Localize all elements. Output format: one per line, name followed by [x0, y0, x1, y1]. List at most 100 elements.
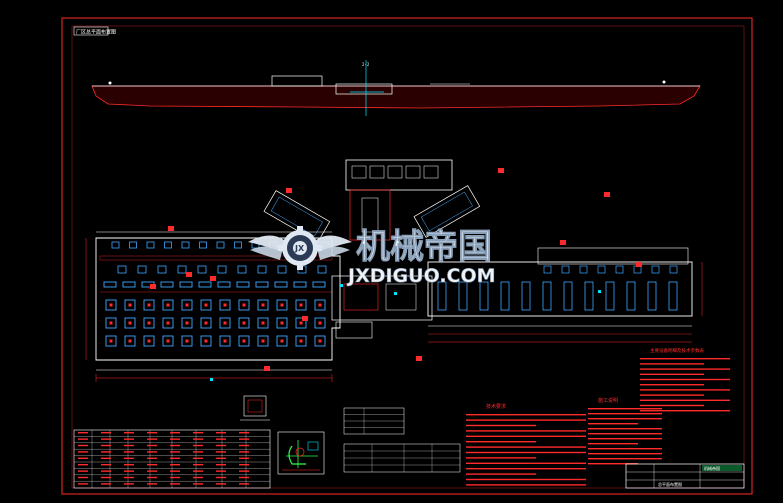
table-entry [216, 464, 226, 466]
title-block-drawing-name: 总平面布置图 [658, 481, 682, 487]
spec-box: 主要设备明细及技术参数表 [640, 347, 730, 412]
foundation-pad [217, 265, 227, 274]
table-entry [170, 464, 180, 466]
spec-line [640, 389, 730, 391]
table-entry [239, 483, 249, 485]
column-foundation [437, 281, 447, 311]
foundation-pad [124, 317, 136, 329]
note-line [588, 458, 662, 460]
plan-view [85, 159, 703, 382]
table-entry [124, 464, 134, 466]
table-entry [124, 470, 134, 472]
foundation-core [147, 303, 151, 307]
foundation-core [204, 303, 208, 307]
dimension-tag [210, 276, 216, 281]
table-entry [124, 483, 134, 485]
notes-left: 技术要求 [466, 403, 586, 486]
spec-line [640, 373, 704, 375]
table-entry [239, 464, 249, 466]
frame-label-box: 厂区总平面布置图 [73, 26, 116, 36]
note-line [588, 453, 662, 455]
foundation-pad [143, 299, 155, 311]
table-entry [193, 432, 203, 434]
table-entry [170, 483, 180, 485]
table-entry [78, 432, 88, 434]
axis-mark: 2-2 [362, 62, 370, 67]
column-foundation [563, 281, 573, 311]
foundation-pad [129, 241, 137, 249]
foundation-strip [198, 281, 212, 288]
foundation-pad [561, 265, 570, 274]
foundation-pad [181, 241, 190, 249]
foundation-core [299, 339, 303, 343]
foundation-strip [179, 281, 193, 288]
table-entry [124, 444, 134, 447]
note-line [466, 430, 586, 432]
table-entry [239, 444, 249, 447]
foundation-pad [234, 241, 242, 249]
column-foundation [479, 281, 489, 311]
note-line [466, 462, 586, 464]
spec-line [640, 358, 730, 360]
foundation-pad [162, 335, 174, 347]
foundation-pad [238, 299, 250, 311]
foundation-pad [257, 317, 269, 329]
note-line [466, 414, 586, 416]
table-entry [170, 451, 180, 453]
table-entry [216, 483, 226, 485]
foundation-core [242, 339, 246, 343]
foundation-pad [597, 265, 606, 274]
inner-frame [71, 25, 745, 489]
table-entry [78, 483, 88, 485]
table-entry [101, 451, 111, 453]
foundation-pad [200, 299, 212, 311]
column-foundation [500, 281, 510, 311]
table-entry [239, 476, 249, 479]
foundation-core [185, 303, 189, 307]
title-block-company: 机械帝国 [704, 465, 720, 471]
column-foundation [668, 281, 678, 311]
table-entry [101, 470, 111, 472]
note-line [466, 419, 586, 421]
table-entry [170, 432, 180, 434]
table-entry [170, 476, 180, 479]
table-entry [147, 457, 157, 459]
table-entry [147, 451, 157, 453]
table-entry [216, 438, 226, 440]
detail-small [240, 395, 270, 421]
watermark: JX 机械帝国 JXDIGUO.COM [248, 226, 496, 287]
table-entry [147, 470, 157, 472]
left-parts-table [73, 429, 271, 489]
foundation-pad [615, 265, 624, 274]
spec-line [640, 399, 730, 401]
table-entry [101, 476, 111, 479]
foundation-pad [200, 335, 212, 347]
dimension-tag [416, 356, 422, 361]
foundation-pad [105, 299, 117, 311]
section-elevation: 2-2 [91, 60, 701, 116]
spec-line [640, 404, 704, 407]
table-entry [101, 444, 111, 447]
foundation-pad [105, 335, 117, 347]
title-block: 机械帝国 总平面布置图 [625, 463, 745, 489]
table-entry [239, 432, 249, 434]
foundation-pad [105, 317, 117, 329]
table-entry [101, 457, 111, 459]
foundation-strip [293, 281, 307, 288]
foundation-core [109, 303, 113, 307]
foundation-core [242, 303, 246, 307]
foundation-pad [157, 265, 167, 274]
foundation-pad [137, 265, 147, 274]
foundation-pad [669, 265, 678, 274]
foundation-pad [146, 241, 155, 249]
table-entry [147, 444, 157, 447]
foundation-pad [238, 335, 250, 347]
foundation-pad [219, 317, 231, 329]
table-entry [239, 438, 249, 440]
table-entry [170, 457, 180, 459]
foundation-core [280, 303, 284, 307]
note-line [466, 468, 586, 470]
marker [340, 284, 343, 287]
foundation-pad [277, 265, 287, 274]
foundation-pad [276, 299, 288, 311]
